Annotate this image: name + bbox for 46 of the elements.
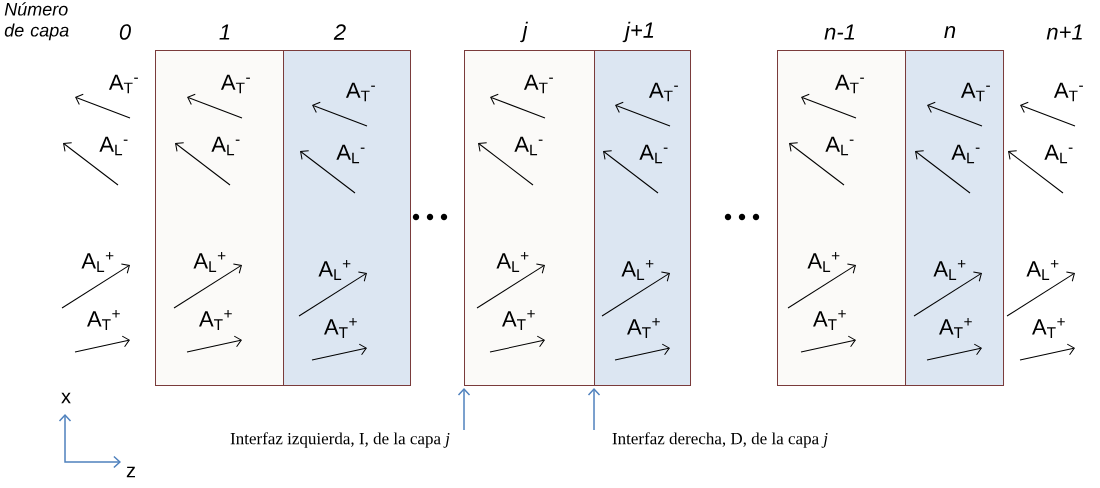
wave-label: A$_{L}$- [99, 136, 128, 156]
layer-number: 0 [119, 24, 131, 40]
layer-number: j [520, 21, 528, 43]
wave-label: A$_{T}$- [523, 74, 553, 94]
wave-label: A$_{L}$- [951, 144, 980, 164]
arrow [587, 388, 601, 431]
layer-number: 2 [333, 24, 346, 40]
wave-label: A$_{L}$+ [621, 260, 654, 280]
wave-label: A$_{L}$- [825, 136, 854, 156]
axis-label: x [61, 392, 71, 404]
interface-caption: Interfaz izquierda, I, de la capaj [230, 432, 450, 448]
wave-label: A$_{T}$+ [1032, 318, 1065, 338]
wave-label: A$_{L}$+ [81, 252, 114, 272]
interface-caption: Interfaz derecha, D, de la capaj [612, 432, 828, 448]
axis-label: z [126, 466, 135, 478]
wave-label: A$_{L}$- [639, 144, 668, 164]
layer-number: n [944, 26, 956, 38]
wave-label: A$_{L}$- [336, 144, 365, 164]
arrow [457, 388, 471, 431]
layer-number: n+1 [1046, 24, 1082, 40]
wave-label: A$_{T}$+ [502, 310, 535, 330]
wave-label: A$_{T}$- [1053, 82, 1083, 102]
wave-label: A$_{T}$+ [813, 310, 846, 330]
wave-label: A$_{T}$- [220, 74, 250, 94]
wave-label: A$_{T}$+ [199, 310, 232, 330]
wave-label: A$_{L}$+ [807, 252, 840, 272]
wave-label: A$_{T}$+ [939, 318, 972, 338]
wave-label: A$_{L}$+ [1026, 260, 1059, 280]
wave-label: A$_{T}$+ [87, 310, 120, 330]
wave-label: A$_{L}$+ [496, 252, 529, 272]
layer-number: n-1 [824, 24, 855, 40]
axis-title: Número de capa [4, 2, 69, 41]
layer-number: j+1 [622, 21, 654, 43]
layer-number: 1 [219, 24, 230, 40]
wave-label: A$_{L}$- [514, 136, 543, 156]
wave-label: A$_{T}$+ [324, 318, 357, 338]
wave-label: A$_{T}$- [648, 82, 678, 102]
wave-label: A$_{L}$- [1044, 144, 1073, 164]
wave-label: A$_{L}$+ [933, 260, 966, 280]
wave-label: A$_{T}$+ [627, 318, 660, 338]
wave-label: A$_{L}$+ [318, 260, 351, 280]
wave-label: A$_{L}$+ [193, 252, 226, 272]
wave-label: A$_{L}$- [211, 136, 240, 156]
wave-label: A$_{T}$- [960, 82, 990, 102]
wave-label: A$_{T}$- [345, 82, 375, 102]
wave-label: A$_{T}$- [834, 74, 864, 94]
